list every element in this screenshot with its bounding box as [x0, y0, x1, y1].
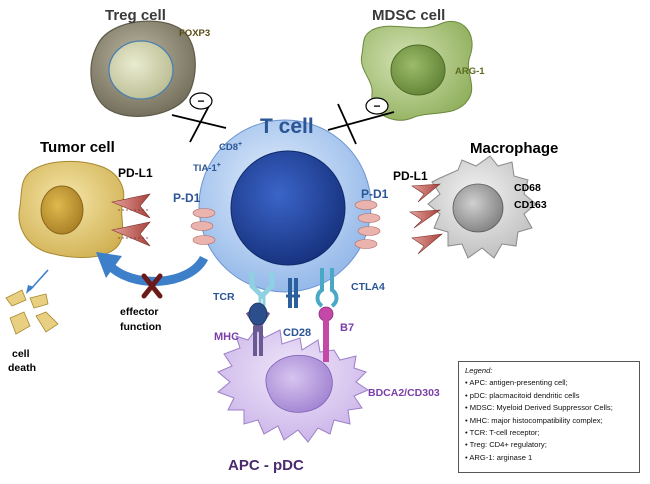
- pd1-right-label: P-D1: [361, 187, 389, 201]
- pd1-receptor: [192, 235, 216, 245]
- cell-death-label-1: cell: [12, 348, 30, 360]
- cell-death: cell death: [5, 269, 59, 374]
- pd1-receptor: [354, 239, 378, 249]
- tumor-nucleus: [40, 185, 84, 235]
- mdsc-nucleus: [390, 44, 446, 96]
- inhibition-left: −: [171, 92, 227, 143]
- macrophage-marker-2: CD163: [514, 199, 547, 211]
- b7-label: B7: [340, 322, 354, 334]
- t-cell-marker-cd8: CD8+: [219, 141, 242, 153]
- ctla4-receptor: [315, 268, 339, 308]
- effector-label-1: effector: [120, 306, 159, 318]
- legend-list: APC: antigen-presenting cell; pDC: placm…: [465, 377, 634, 464]
- bdca-label: BDCA2/CD303: [368, 387, 440, 399]
- mhc-label: MHC: [214, 331, 239, 343]
- treg-marker: FOXP3: [179, 28, 210, 39]
- tcr-label: TCR: [213, 291, 235, 303]
- t-cell-nucleus: [230, 150, 346, 266]
- fragment-2: [29, 293, 49, 309]
- legend-item: pDC: placmacitoid dendritic cells: [465, 390, 634, 402]
- t-cell-marker-tia1: TIA-1+: [193, 162, 221, 174]
- mhc-molecule: [245, 302, 271, 356]
- legend-item: MHC: major histocompatibility complex;: [465, 415, 634, 427]
- tumor-pdl1-label: PD-L1: [118, 166, 153, 180]
- macrophage-pdl1-ligand-3: [411, 233, 443, 255]
- t-cell-title: T cell: [260, 115, 314, 138]
- apc-nucleus: [265, 354, 333, 413]
- b7-molecule: [318, 306, 334, 362]
- t-cell: T cell CD8+ TIA-1+ P-D1 P-D1: [173, 115, 389, 293]
- legend-item: MDSC: Myeloid Derived Suppressor Cells;: [465, 402, 634, 414]
- apc-title: APC - pDC: [228, 457, 304, 474]
- mdsc-title: MDSC cell: [372, 7, 445, 24]
- treg-nucleus: [108, 40, 174, 100]
- legend-item: APC: antigen-presenting cell;: [465, 377, 634, 389]
- minus-circle-right: [365, 97, 389, 115]
- tumor-title: Tumor cell: [40, 139, 115, 156]
- macrophage: Macrophage PD-L1 CD68 CD163: [393, 140, 558, 259]
- minus-symbol-right: −: [373, 99, 380, 113]
- effector-function: effector function: [96, 252, 209, 333]
- pd1-receptors-right: [354, 200, 381, 249]
- cd28-receptor: [286, 278, 300, 308]
- treg-cell: Treg cell FOXP3: [90, 7, 210, 117]
- legend-item: TCR: T-cell receptor;: [465, 427, 634, 439]
- tumor-pdl1-ligand-2: [110, 221, 151, 247]
- cell-death-arrow: [29, 269, 49, 291]
- macrophage-marker-1: CD68: [514, 182, 541, 194]
- macrophage-title: Macrophage: [470, 140, 558, 157]
- effector-arrow: [104, 255, 209, 286]
- tumor-pdl1-ligand-1: [110, 193, 151, 219]
- pd1-receptor: [190, 221, 214, 231]
- minus-circle-left: [189, 92, 213, 110]
- effector-label-2: function: [120, 321, 161, 333]
- fragment-4: [35, 311, 59, 333]
- legend-box: Legend: APC: antigen-presenting cell; pD…: [458, 361, 640, 473]
- macrophage-pdl1-ligand-2: [409, 209, 442, 229]
- legend-item: Treg: CD4+ regulatory;: [465, 439, 634, 451]
- inhibition-right: −: [327, 97, 395, 145]
- legend-title: Legend:: [465, 366, 493, 375]
- cell-death-label-2: death: [8, 362, 36, 374]
- mdsc-marker: ARG-1: [455, 66, 485, 77]
- fragment-3: [9, 311, 31, 335]
- macrophage-pdl1-ligand-1: [411, 183, 441, 203]
- block-x-icon: [141, 273, 163, 299]
- effector-arrow-head: [96, 252, 122, 278]
- fragment-1: [5, 289, 27, 307]
- treg-title: Treg cell: [105, 7, 166, 24]
- pd1-receptor: [354, 200, 378, 210]
- pd1-receptor: [192, 208, 216, 218]
- ctla4-label: CTLA4: [351, 281, 385, 293]
- pd1-left-label: P-D1: [173, 191, 201, 205]
- legend-item: ARG-1: arginase 1: [465, 452, 634, 464]
- pd1-receptors-left: [190, 208, 216, 245]
- minus-symbol-left: −: [197, 94, 204, 108]
- macrophage-pdl1-label: PD-L1: [393, 169, 428, 183]
- tumor-cell: Tumor cell PD-L1: [18, 139, 153, 258]
- cd28-label: CD28: [283, 327, 311, 339]
- mdsc-cell: MDSC cell ARG-1: [360, 7, 485, 121]
- pd1-receptor: [357, 213, 381, 223]
- macrophage-nucleus: [452, 183, 504, 233]
- pd1-receptor: [357, 226, 381, 236]
